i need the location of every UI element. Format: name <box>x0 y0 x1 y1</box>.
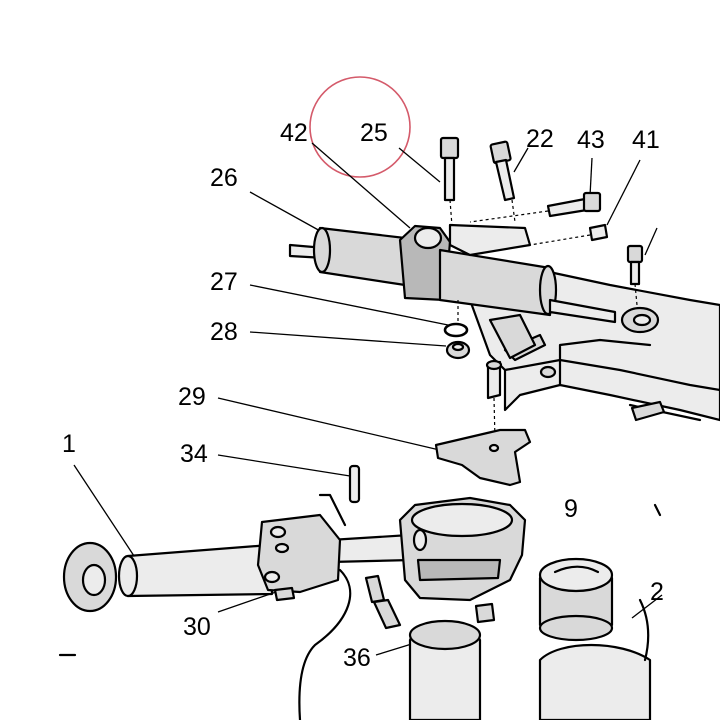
label-27: 27 <box>210 268 238 296</box>
label-2: 2 <box>650 578 664 606</box>
highlight-circle <box>309 76 411 178</box>
label-25: 25 <box>360 119 388 147</box>
steering-damper <box>288 223 660 360</box>
label-26: 26 <box>210 164 238 192</box>
cap-9 <box>538 557 614 642</box>
label-34: 34 <box>180 440 208 468</box>
label-28: 28 <box>210 318 238 346</box>
bolt-right <box>626 244 644 306</box>
label-36: 36 <box>343 644 371 672</box>
bolt-25 <box>439 136 460 227</box>
label-9: 9 <box>564 495 578 523</box>
o-ring-27 <box>443 322 469 338</box>
label-42: 42 <box>280 119 308 147</box>
lower-parts <box>58 503 662 720</box>
bracket-29 <box>434 428 532 487</box>
switch-housing-30 <box>256 493 352 720</box>
label-1: 1 <box>62 430 76 458</box>
label-43: 43 <box>577 126 605 154</box>
handlebar-clamp <box>398 496 527 602</box>
bolt-41 <box>529 223 609 246</box>
washer-28 <box>445 340 471 360</box>
bolt-43 <box>469 191 602 223</box>
handlebar-1 <box>62 533 414 613</box>
label-41: 41 <box>632 126 660 154</box>
label-29: 29 <box>178 383 206 411</box>
bolt-22 <box>489 140 516 223</box>
callout-labels: 42 25 22 43 41 26 27 28 29 34 1 9 30 36 … <box>62 119 664 672</box>
pivot-pin <box>485 359 503 441</box>
label-30: 30 <box>183 613 211 641</box>
pin-34 <box>348 464 361 504</box>
label-22: 22 <box>526 125 554 153</box>
